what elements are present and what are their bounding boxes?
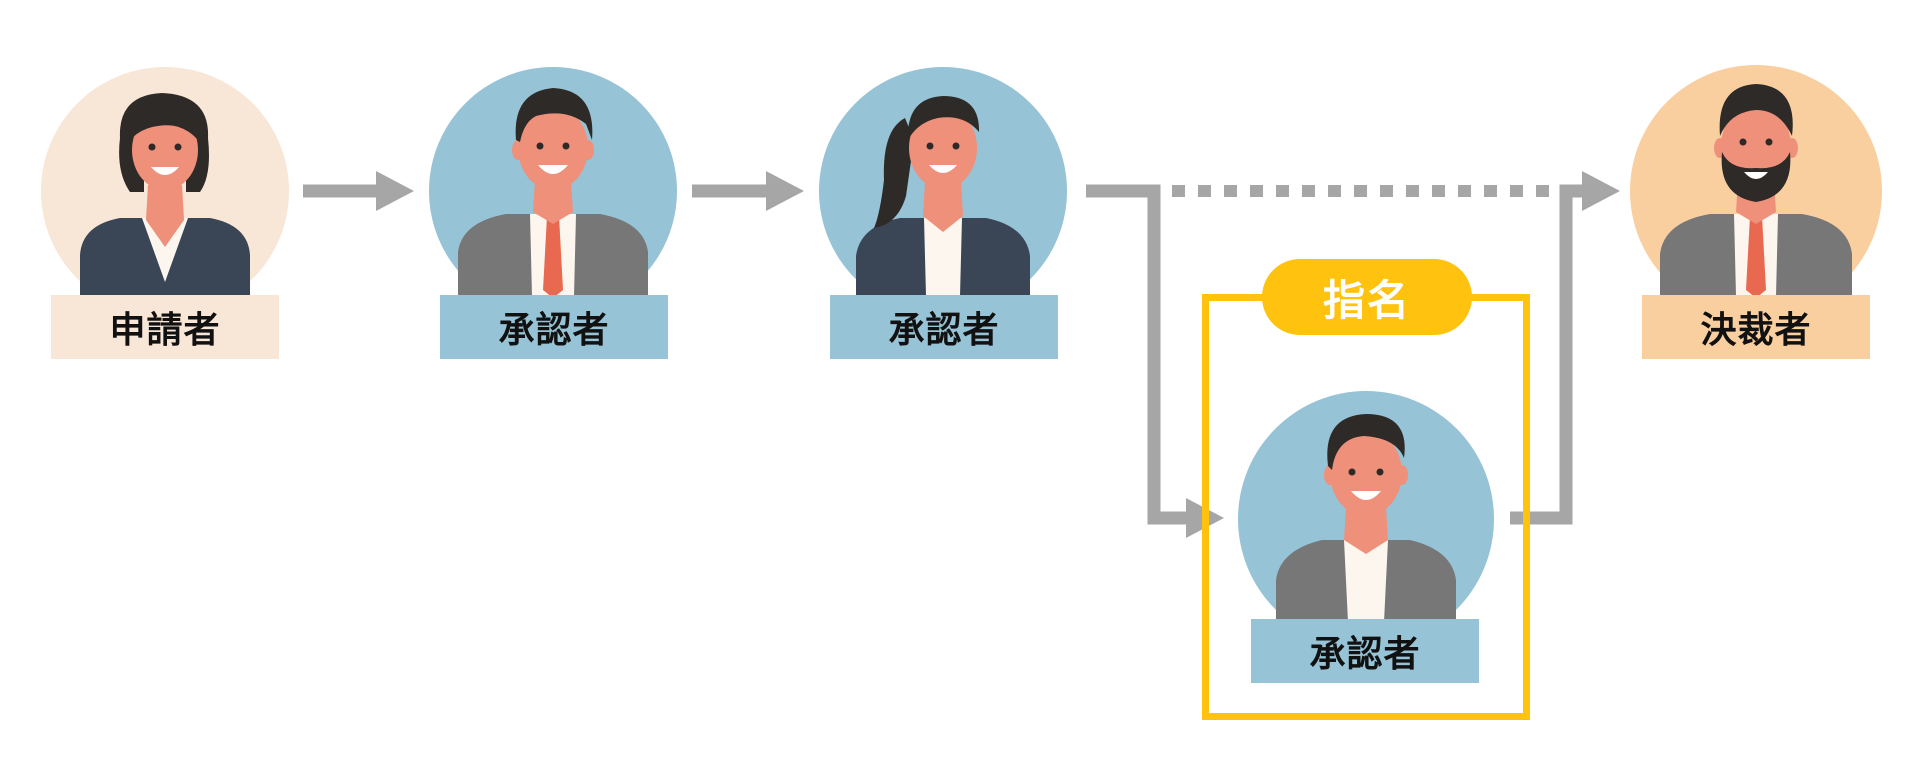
label-decider: 決裁者 xyxy=(1642,295,1870,359)
man-avatar-icon xyxy=(1238,391,1494,647)
label-approver-3: 承認者 xyxy=(1251,619,1479,683)
woman-ponytail-avatar-icon xyxy=(819,67,1067,315)
label-applicant: 申請者 xyxy=(51,295,279,359)
designation-tag: 指名 xyxy=(1262,259,1472,335)
man-tie-avatar-icon xyxy=(429,67,677,315)
arrow-approver3-to-decider xyxy=(1510,171,1620,525)
woman-avatar-icon xyxy=(41,67,289,315)
label-approver-2: 承認者 xyxy=(830,295,1058,359)
arrow-approver1-to-approver2 xyxy=(692,171,804,211)
bearded-man-avatar-icon xyxy=(1630,65,1882,317)
arrow-applicant-to-approver1 xyxy=(303,171,414,211)
label-approver-1: 承認者 xyxy=(440,295,668,359)
